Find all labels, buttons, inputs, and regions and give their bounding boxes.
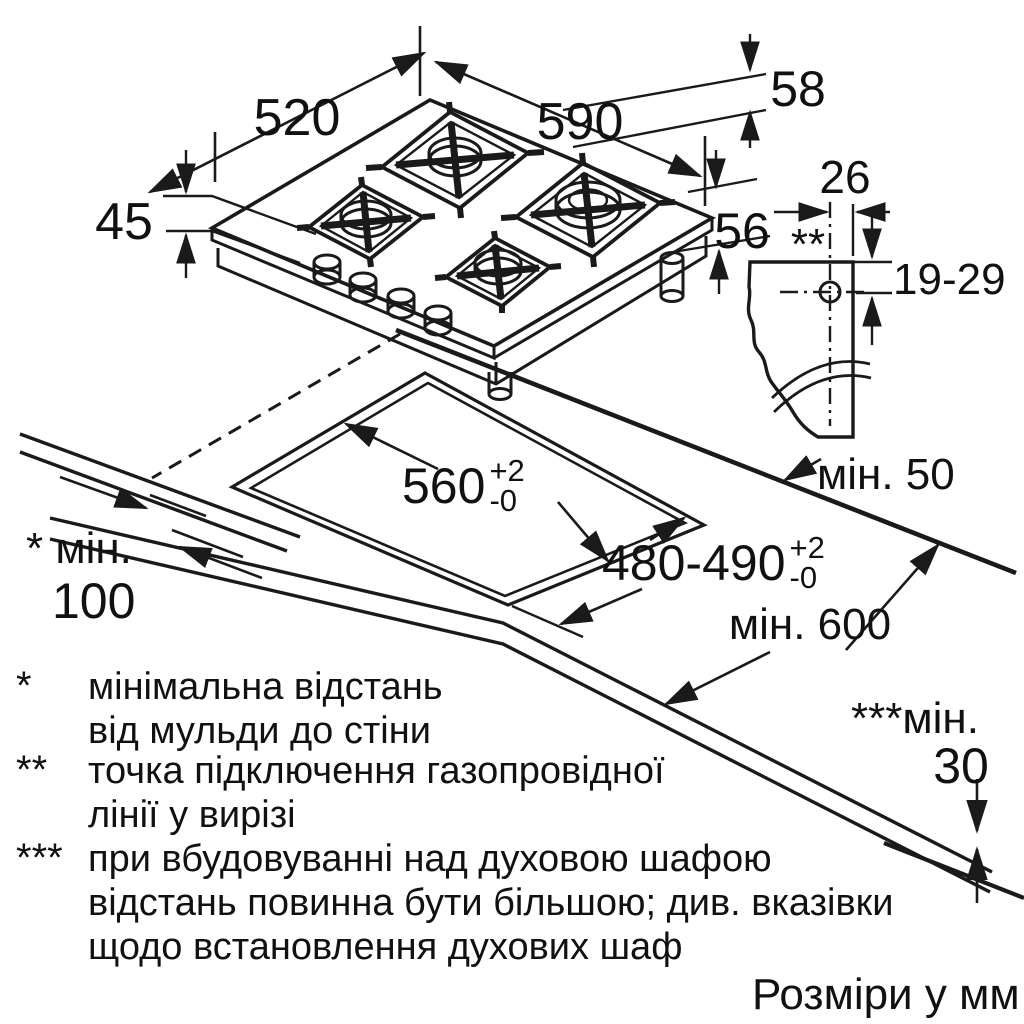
control-knobs (312, 253, 453, 337)
dim58-extensions (562, 72, 767, 149)
dim-label-45: 45 (95, 193, 153, 251)
dim-label-520: 520 (253, 89, 341, 147)
footnote-marker-3: *** (16, 836, 63, 880)
min100-arrow-left (177, 545, 263, 580)
min30-value: 30 (933, 738, 989, 794)
oven-top-line (883, 841, 1024, 900)
dim480-arrow-up (649, 516, 687, 544)
gas-point-marker: ** (790, 220, 826, 269)
dim-560-sub: -0 (489, 483, 518, 518)
dim480-arrow-down (558, 587, 643, 626)
footnote-marker-2: ** (16, 748, 48, 792)
burner-left (296, 176, 436, 268)
min600-label: мін. 600 (728, 600, 892, 649)
hob-glass-edge (210, 218, 714, 361)
worktop-drawing (19, 327, 1024, 903)
gas-connection-point (818, 280, 842, 304)
dim-label-480-490: 480-490 +2 -0 (602, 530, 825, 595)
projection-dashed-line (151, 332, 401, 480)
dim-480-value: 480-490 (602, 535, 786, 591)
min30-label: ***мін. (851, 694, 979, 743)
footnote-text: при вбудовуванні над духовою шафою (88, 838, 772, 880)
dim560-arrow-right (557, 501, 610, 564)
worktop-bottom-edge (49, 537, 991, 894)
min50-arrow (782, 455, 822, 482)
break-lines (771, 360, 872, 414)
dim-560-sup: +2 (489, 453, 525, 488)
min50-label: мін. 50 (817, 450, 955, 499)
dim1929-ticks (853, 260, 892, 295)
dim-label-590: 590 (536, 93, 624, 151)
dim-480-sup: +2 (789, 530, 825, 565)
dim-label-58: 58 (770, 61, 826, 117)
min100-tick (171, 528, 244, 559)
dim-label-19-29: 19-29 (893, 255, 1006, 304)
hob-foot (487, 372, 513, 401)
footnote-text: щодо встановлення духових шаф (88, 926, 683, 968)
dim45-extensions (163, 194, 317, 265)
gas-connection-detail (746, 202, 892, 439)
dim-560-value: 560 (402, 458, 486, 514)
cutout-outline (228, 371, 708, 607)
dim-label-26: 26 (819, 151, 871, 203)
burner-right-wok (500, 152, 676, 268)
footnote-text: мінімальна відстань (88, 666, 443, 708)
dim-label-560: 560 +2 -0 (402, 453, 525, 518)
footnote-marker-1: * (16, 664, 32, 708)
footnote-text: точка підключення газопровідної (88, 750, 665, 792)
hob-dimensions (147, 26, 771, 294)
worktop-back-edge (395, 327, 1017, 576)
wall-line (19, 450, 288, 553)
min100-arrow-right (59, 475, 149, 510)
min600-arrow-up (845, 542, 940, 651)
dim480-extension (511, 604, 584, 639)
footnote-text: лінії у вирізі (88, 794, 296, 836)
min100-label: * мін. (26, 524, 132, 573)
burner-front (434, 230, 562, 313)
hob-body (216, 236, 708, 386)
dim-label-56: 56 (714, 203, 770, 259)
footnote-text: відстань повинна бути більшою; див. вказ… (88, 882, 894, 924)
min100-tick (149, 493, 207, 518)
cutout-inner-outline (248, 381, 689, 598)
worktop-section-outline (746, 260, 855, 439)
hob-foot (659, 251, 685, 303)
units-caption: Розміри у мм (752, 970, 1020, 1019)
dim590-line (433, 60, 703, 178)
dim-480-sub: -0 (789, 560, 818, 595)
min600-arrow-down (663, 650, 771, 706)
wall-line (19, 432, 301, 539)
footnote-text: від мульди до стіни (88, 710, 431, 752)
min100-value: 100 (52, 573, 136, 629)
dim560-arrow-left (343, 422, 439, 471)
